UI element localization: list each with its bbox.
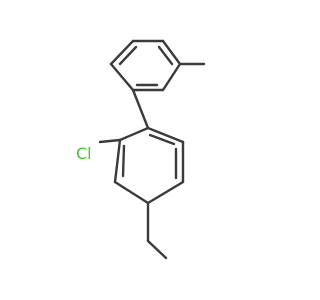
upper-benzene-ring xyxy=(109,39,182,92)
structure-diagram: Cl xyxy=(76,39,206,260)
bond-upper-4 xyxy=(161,62,182,92)
molecule-canvas: Cl xyxy=(76,39,206,260)
bond-ethyl-2 xyxy=(146,239,168,260)
double-bond-lower-b xyxy=(121,144,126,178)
lower-benzene-ring xyxy=(113,126,185,205)
bond-upper-6 xyxy=(109,62,135,92)
bond-lower-6 xyxy=(118,126,150,142)
bond-upper-3 xyxy=(161,39,182,66)
bond-lower-1 xyxy=(146,126,185,144)
bond-lower-4 xyxy=(113,180,150,205)
bond-upper-1 xyxy=(109,39,135,66)
bond-lower-5 xyxy=(113,138,122,184)
bond-chlorine xyxy=(98,138,122,144)
bond-lower-3 xyxy=(146,180,185,205)
bond-biaryl xyxy=(131,88,150,130)
double-bond-upper-a xyxy=(118,45,138,66)
chlorine-atom-label: Cl xyxy=(76,144,92,163)
double-bond-lower-c xyxy=(148,133,176,146)
double-bond-upper-b xyxy=(157,45,174,66)
